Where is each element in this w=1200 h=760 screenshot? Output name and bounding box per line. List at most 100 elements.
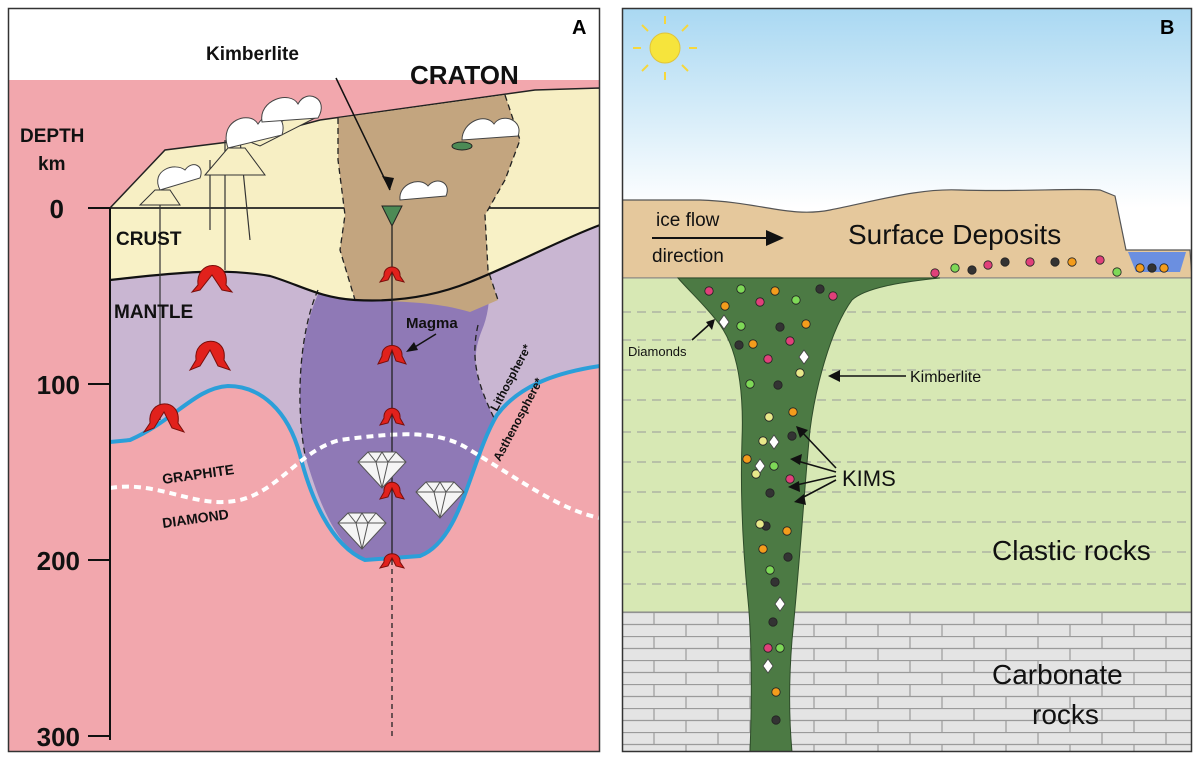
- sun-icon: [633, 16, 697, 80]
- depth-axis: [88, 207, 111, 740]
- indicator-mineral-dot: [770, 577, 780, 587]
- panel-b: B ice flow direction Surface Deposits Di…: [621, 7, 1193, 753]
- indicator-mineral-dot: [785, 336, 795, 346]
- indicator-mineral-dot: [775, 643, 785, 653]
- depth-tick-0: 0: [50, 194, 64, 224]
- indicator-mineral-dot: [1050, 257, 1060, 267]
- indicator-mineral-dot: [736, 321, 746, 331]
- depth-unit: km: [38, 154, 65, 175]
- crust-label: CRUST: [116, 229, 182, 250]
- indicator-mineral-dot: [788, 407, 798, 417]
- indicator-mineral-dot: [771, 715, 781, 725]
- indicator-mineral-dot: [783, 552, 793, 562]
- indicator-minerals: [704, 255, 1169, 725]
- indicator-mineral-dot: [734, 340, 744, 350]
- magma-label: Magma: [406, 315, 458, 332]
- plume-3: [261, 95, 322, 123]
- lithosphere-boundary: [109, 364, 600, 563]
- indicator-mineral-dot: [745, 379, 755, 389]
- kimberlite-label-b: Kimberlite: [910, 369, 981, 386]
- diamond-grain: [774, 596, 786, 612]
- indicator-mineral-dot: [771, 687, 781, 697]
- panel-b-letter: B: [1160, 17, 1174, 39]
- indicator-mineral-dot: [758, 544, 768, 554]
- indicator-mineral-dot: [704, 286, 714, 296]
- kims-label: KIMS: [842, 466, 896, 491]
- indicator-mineral-dot: [1135, 263, 1145, 273]
- indicator-mineral-dot: [1112, 267, 1122, 277]
- panel-b-frame: [621, 7, 1193, 753]
- carbonate-label-line2: rocks: [1032, 699, 1099, 730]
- indicator-mineral-dot: [755, 297, 765, 307]
- depth-tick-100: 100: [37, 370, 80, 400]
- indicator-mineral-dot: [782, 526, 792, 536]
- craton: [338, 95, 520, 312]
- clastic-rocks-layer: [622, 277, 1192, 613]
- diamond-grain: [798, 349, 810, 365]
- kimberlite-pipe: [381, 205, 403, 228]
- diamond-grain: [768, 434, 780, 450]
- carbonate-label-line1: Carbonate: [992, 659, 1123, 690]
- plume-4: [399, 180, 448, 201]
- indicator-mineral-dot: [1095, 255, 1105, 265]
- plume-2: [225, 114, 284, 149]
- indicator-mineral-dot: [967, 265, 977, 275]
- plume-1: [157, 164, 202, 191]
- indicator-mineral-dot: [930, 268, 940, 278]
- mantle-label: MANTLE: [114, 302, 193, 323]
- ice-flow-line1: ice flow: [656, 210, 720, 231]
- indicator-mineral-dot: [751, 469, 761, 479]
- craton-label: CRATON: [410, 60, 519, 90]
- diamond-crystals: [337, 451, 465, 550]
- diamonds-label: Diamonds: [628, 344, 687, 359]
- indicator-mineral-dot: [815, 284, 825, 294]
- panel-a-frame: [7, 7, 601, 753]
- indicator-mineral-dot: [773, 380, 783, 390]
- indicator-mineral-dot: [736, 284, 746, 294]
- indicator-mineral-dot: [755, 519, 765, 529]
- indicator-mineral-dot: [795, 368, 805, 378]
- indicator-mineral-dot: [742, 454, 752, 464]
- indicator-mineral-dot: [775, 322, 785, 332]
- plume-5: [461, 117, 520, 141]
- diamond-grain: [762, 658, 774, 674]
- indicator-mineral-dot: [791, 295, 801, 305]
- indicator-mineral-dot: [1147, 263, 1157, 273]
- surface-deposits-label: Surface Deposits: [848, 219, 1061, 250]
- depth-tick-300: 300: [37, 722, 80, 752]
- surface-deposits-layer: [622, 188, 1192, 279]
- diamond-grain: [754, 458, 766, 474]
- panel-a: A Kimberlite CRATON DEPTH km 0 100 200 3…: [7, 7, 601, 753]
- indicator-mineral-dot: [765, 565, 775, 575]
- indicator-mineral-dot: [720, 301, 730, 311]
- indicator-mineral-dot: [828, 291, 838, 301]
- magma-blobs: [142, 265, 407, 569]
- panel-a-letter: A: [572, 17, 586, 39]
- indicator-mineral-dot: [768, 617, 778, 627]
- indicator-mineral-dot: [801, 319, 811, 329]
- indicator-mineral-dot: [1067, 257, 1077, 267]
- indicator-mineral-dot: [1025, 257, 1035, 267]
- depth-tick-200: 200: [37, 546, 80, 576]
- kimberlite-label-a: Kimberlite: [206, 44, 299, 65]
- indicator-mineral-dot: [764, 412, 774, 422]
- sky: [622, 8, 1192, 208]
- indicator-mineral-dot: [770, 286, 780, 296]
- indicator-mineral-dot: [950, 263, 960, 273]
- clastic-rocks-label: Clastic rocks: [992, 535, 1151, 566]
- indicator-mineral-dot: [763, 354, 773, 364]
- indicator-mineral-dot: [763, 643, 773, 653]
- depth-title: DEPTH: [20, 126, 84, 147]
- indicator-mineral-dot: [765, 488, 775, 498]
- indicator-mineral-dot: [1159, 263, 1169, 273]
- carbonate-rocks-layer: [622, 611, 1192, 752]
- indicator-mineral-dot: [1000, 257, 1010, 267]
- indicator-mineral-dot: [748, 339, 758, 349]
- indicator-mineral-dot: [983, 260, 993, 270]
- indicator-mineral-dot: [787, 431, 797, 441]
- indicator-mineral-dot: [769, 461, 779, 471]
- diamond-grain: [718, 314, 730, 330]
- kimberlite-vent-surface: [451, 141, 473, 151]
- indicator-mineral-dot: [785, 474, 795, 484]
